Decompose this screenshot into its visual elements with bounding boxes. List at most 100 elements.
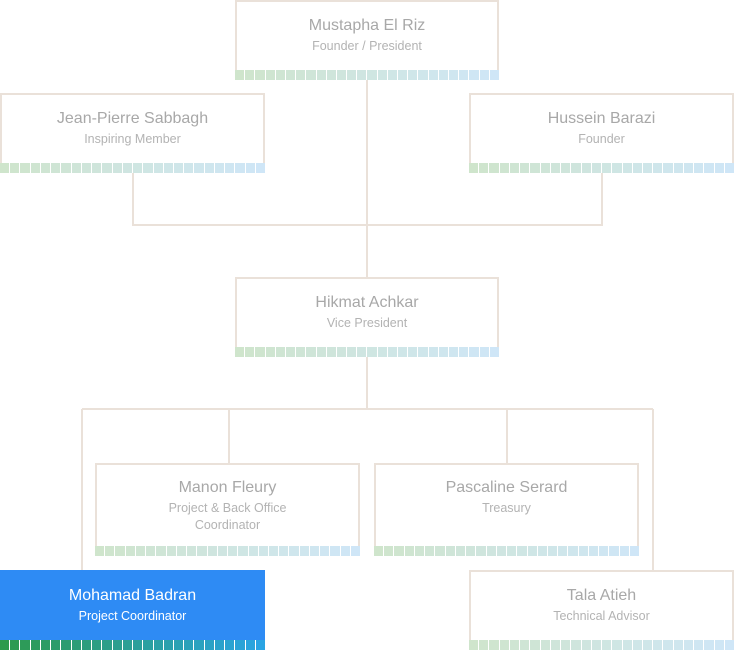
strip-segment — [394, 546, 404, 556]
node-hikmat-achkar[interactable]: Hikmat Achkar Vice President — [235, 277, 499, 357]
strip-segment — [561, 640, 571, 650]
strip-segment — [275, 70, 285, 80]
node-role: Treasury — [482, 501, 531, 515]
strip-segment — [20, 163, 30, 173]
node-color-strip — [235, 347, 499, 357]
strip-segment — [350, 546, 361, 556]
strip-segment — [509, 640, 520, 650]
strip-segment — [235, 163, 245, 173]
strip-segment — [642, 640, 653, 650]
strip-segment — [486, 546, 496, 556]
strip-segment — [330, 546, 340, 556]
strip-segment — [225, 163, 235, 173]
strip-segment — [30, 163, 40, 173]
node-mustapha-el-riz[interactable]: Mustapha El Riz Founder / President — [235, 0, 499, 80]
strip-segment — [507, 546, 517, 556]
strip-segment — [306, 347, 316, 357]
strip-segment — [367, 70, 377, 80]
strip-segment — [653, 640, 663, 650]
strip-segment — [336, 70, 347, 80]
strip-segment — [374, 546, 384, 556]
strip-segment — [112, 640, 122, 650]
node-name: Tala Atieh — [566, 587, 637, 604]
node-manon-fleury[interactable]: Manon Fleury Project & Back Office Coord… — [95, 463, 361, 556]
strip-segment — [10, 163, 20, 173]
strip-segment — [336, 347, 347, 357]
strip-segment — [520, 163, 530, 173]
strip-segment — [489, 640, 499, 650]
strip-segment — [609, 546, 619, 556]
strip-segment — [51, 163, 61, 173]
strip-segment — [316, 70, 326, 80]
strip-segment — [469, 347, 479, 357]
strip-segment — [122, 640, 133, 650]
strip-segment — [245, 163, 255, 173]
node-role: Project Coordinator — [78, 609, 187, 623]
strip-segment — [125, 546, 135, 556]
strip-segment — [537, 546, 547, 556]
strip-segment — [479, 347, 489, 357]
strip-segment — [653, 163, 663, 173]
strip-segment — [156, 546, 166, 556]
strip-segment — [265, 347, 275, 357]
strip-segment — [40, 163, 51, 173]
strip-segment — [279, 546, 289, 556]
strip-segment — [320, 546, 330, 556]
node-pascaline-serard[interactable]: Pascaline Serard Treasury — [374, 463, 640, 556]
node-role: Vice President — [326, 316, 408, 330]
strip-segment — [245, 70, 255, 80]
strip-segment — [448, 347, 459, 357]
node-role: Inspiring Member — [84, 132, 181, 146]
strip-segment — [71, 163, 81, 173]
strip-segment — [10, 640, 20, 650]
strip-segment — [476, 546, 486, 556]
strip-segment — [469, 70, 479, 80]
node-jean-pierre-sabbagh[interactable]: Jean-Pierre Sabbagh Inspiring Member — [0, 93, 266, 173]
strip-segment — [398, 70, 408, 80]
node-role: Project & Back Office Coordinator — [168, 501, 287, 532]
strip-segment — [61, 640, 71, 650]
strip-segment — [622, 640, 632, 650]
strip-segment — [153, 640, 163, 650]
strip-segment — [61, 163, 71, 173]
strip-segment — [404, 546, 414, 556]
strip-segment — [448, 70, 459, 80]
node-tala-atieh[interactable]: Tala Atieh Technical Advisor — [469, 570, 735, 650]
strip-segment — [102, 163, 112, 173]
strip-segment — [166, 546, 176, 556]
strip-segment — [438, 70, 448, 80]
strip-segment — [173, 163, 184, 173]
strip-segment — [683, 640, 694, 650]
node-hussein-barazi[interactable]: Hussein Barazi Founder — [469, 93, 735, 173]
node-color-strip — [0, 640, 266, 650]
strip-segment — [92, 640, 102, 650]
strip-segment — [571, 640, 581, 650]
node-name: Pascaline Serard — [445, 479, 568, 496]
strip-segment — [255, 640, 266, 650]
strip-segment — [340, 546, 350, 556]
strip-segment — [163, 163, 173, 173]
strip-segment — [384, 546, 394, 556]
strip-segment — [122, 163, 133, 173]
strip-segment — [527, 546, 537, 556]
strip-segment — [255, 347, 265, 357]
node-name: Hussein Barazi — [547, 110, 656, 127]
strip-segment — [326, 347, 336, 357]
strip-segment — [357, 70, 367, 80]
node-mohamad-badran[interactable]: Mohamad Badran Project Coordinator — [0, 570, 266, 650]
node-name: Hikmat Achkar — [315, 294, 419, 311]
strip-segment — [632, 163, 642, 173]
strip-segment — [724, 640, 735, 650]
strip-segment — [418, 347, 428, 357]
strip-segment — [194, 640, 204, 650]
strip-segment — [398, 347, 408, 357]
strip-segment — [694, 640, 704, 650]
strip-segment — [214, 163, 225, 173]
strip-segment — [347, 70, 357, 80]
strip-segment — [153, 163, 163, 173]
strip-segment — [581, 640, 591, 650]
strip-segment — [550, 163, 561, 173]
strip-segment — [561, 163, 571, 173]
strip-segment — [540, 163, 550, 173]
